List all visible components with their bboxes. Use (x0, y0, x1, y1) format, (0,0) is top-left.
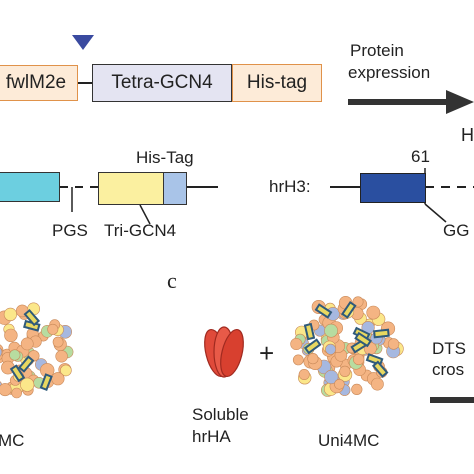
dts-label-line1: DTS (432, 339, 466, 358)
segment-his-tag-label: His-tag (246, 72, 308, 93)
linker-rod (303, 338, 322, 355)
linker-rod (23, 308, 41, 327)
linker-rod (39, 373, 53, 392)
segment-tri-gcn4 (98, 172, 164, 205)
insertion-marker-icon (72, 35, 94, 50)
linker-rod (354, 331, 372, 348)
segment-his-tag: His-tag (232, 64, 322, 102)
panel-letter-c: c (167, 268, 177, 293)
linker-rod (371, 360, 389, 378)
dts-label-line2: cros (432, 360, 465, 379)
plus-sign: + (259, 338, 275, 368)
segment-hrh3 (360, 173, 426, 203)
segment-his-tag-small (163, 172, 187, 205)
bead (60, 364, 72, 377)
edge-letter-top: H (461, 125, 474, 145)
bead (47, 323, 59, 335)
linker-rod (9, 364, 26, 383)
segment-tetra-gcn4: Tetra-GCN4 (92, 64, 232, 102)
gg-label: GG (443, 221, 470, 240)
bead (20, 377, 35, 392)
tri-gcn4-label: Tri-GCN4 (104, 221, 177, 240)
bead (0, 347, 3, 357)
pgs-label: PGS (52, 221, 88, 240)
bead (9, 349, 21, 361)
bead (352, 296, 364, 308)
bead (325, 343, 337, 355)
segment-fwlm2e-label: fwlM2e (5, 72, 67, 93)
position-61-label: 61 (411, 147, 430, 166)
bead (4, 328, 18, 343)
bead (0, 383, 12, 397)
bead (298, 368, 310, 380)
soluble-label-line1: Soluble (192, 405, 249, 424)
bead (307, 353, 319, 365)
bead (20, 337, 34, 351)
bead (324, 369, 339, 385)
gg-pointer (424, 203, 447, 223)
bead (353, 353, 365, 366)
tri-gcn4-pointer (139, 204, 151, 225)
linker-rod (373, 328, 390, 339)
bead (351, 383, 363, 396)
expression-arrow-head (446, 90, 474, 114)
uni4mc-bead-cluster (290, 296, 404, 397)
arrow-label-line1: Protein (350, 41, 404, 60)
linker-rod (314, 303, 333, 319)
arrow-label-line2: expression (348, 63, 431, 82)
segment-fwlm2e: fwlM2e (0, 65, 78, 101)
his-tag-label: His-Tag (136, 148, 194, 167)
segment-tetra-gcn4-label: Tetra-GCN4 (111, 72, 213, 93)
hrh3-prefix: hrH3: (269, 177, 311, 196)
bead (370, 377, 384, 391)
bead (11, 387, 23, 399)
left-bead-cluster (0, 302, 74, 399)
hrha-trimer-icon (204, 326, 244, 378)
linker-rod (303, 322, 316, 341)
bead (339, 365, 351, 378)
bead (292, 354, 304, 366)
bead (52, 336, 64, 348)
bead (51, 372, 65, 386)
bead (334, 378, 345, 390)
linker-rod (341, 301, 357, 319)
bead (324, 323, 338, 338)
left-cluster-label: MC (0, 431, 25, 450)
linker-rod (17, 355, 35, 373)
bead (55, 350, 68, 363)
uni4mc-label: Uni4MC (318, 431, 380, 450)
bead (290, 337, 303, 350)
segment-cyan (0, 172, 60, 202)
bead (366, 305, 381, 320)
soluble-label-line2: hrHA (192, 427, 231, 446)
bead (387, 338, 400, 350)
bead (3, 307, 17, 322)
